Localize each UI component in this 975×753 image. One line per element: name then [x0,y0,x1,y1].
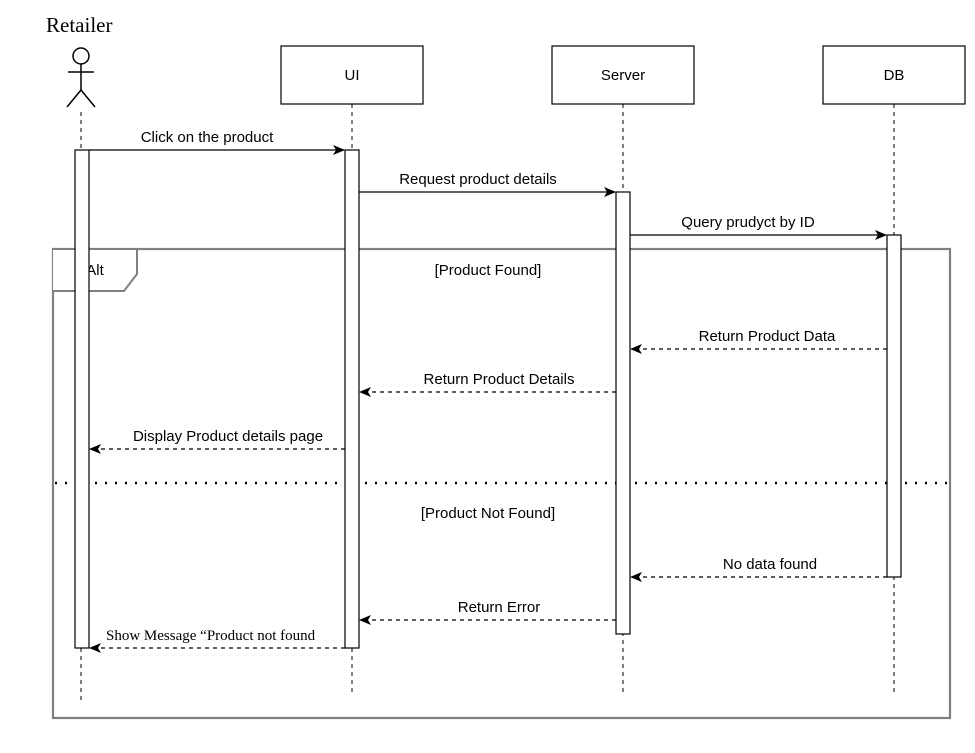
message-click-product: Click on the product [89,129,345,155]
actor-icon [66,47,96,108]
participant-ui: UI [280,45,424,105]
message-return-error-label: Return Error [458,599,541,616]
participant-server: Server [551,45,695,105]
message-show-not-found: Show Message “Product not found [89,628,345,653]
participant-ui-label: UI [345,67,360,84]
message-show-not-found-label: Show Message “Product not found [106,628,316,644]
message-return-product-data-label: Return Product Data [699,328,836,345]
message-return-product-details-label: Return Product Details [424,371,575,388]
message-return-product-details: Return Product Details [359,371,616,397]
message-return-error: Return Error [359,599,616,625]
message-request-details-label: Request product details [399,171,557,188]
actor-label: Retailer [46,13,112,37]
message-return-product-data: Return Product Data [630,328,887,354]
message-query-product-label: Query prudyct by ID [681,214,815,231]
alt-fragment: Alt [Product Found] [Product Not Found] [51,247,952,720]
activation-ui [344,149,360,649]
message-display-details-page-label: Display Product details page [133,428,323,445]
alt-operator-label: Alt [86,262,104,279]
guard-product-not-found: [Product Not Found] [421,505,555,522]
alt-operator-tab [53,248,138,292]
activation-retailer [74,149,90,649]
participant-db: DB [822,45,966,105]
message-no-data-found: No data found [630,556,887,582]
message-query-product: Query prudyct by ID [630,214,887,240]
message-no-data-found-label: No data found [723,556,817,573]
guard-product-found: [Product Found] [435,262,542,279]
message-click-product-label: Click on the product [141,129,274,146]
participant-db-label: DB [884,67,905,84]
message-display-details-page: Display Product details page [89,428,345,454]
activation-server [615,191,631,635]
participant-server-label: Server [601,67,645,84]
message-request-details: Request product details [359,171,616,197]
activation-db [886,234,902,578]
